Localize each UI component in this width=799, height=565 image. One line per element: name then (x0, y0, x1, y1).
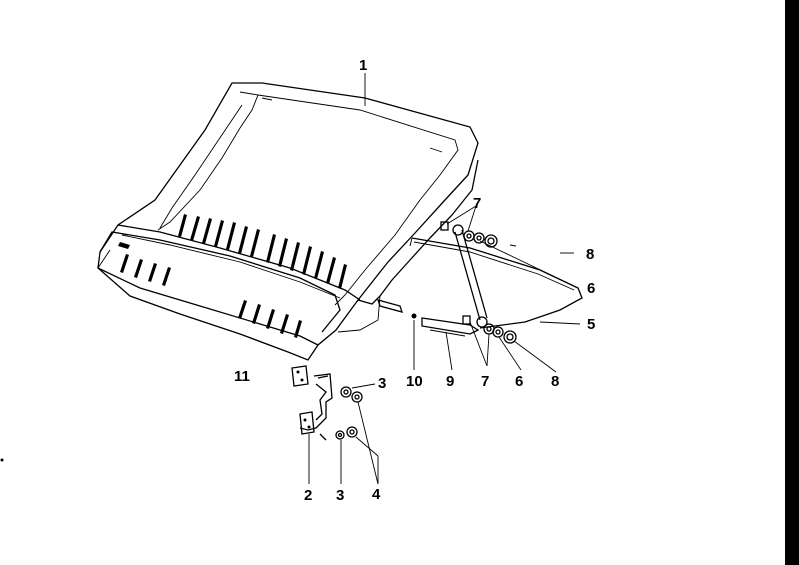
vent-slots-front (120, 254, 302, 338)
hinge-fasteners (335, 386, 363, 440)
label-part-8-upper: 8 (586, 246, 594, 263)
support-rod (409, 237, 583, 329)
vent-slots-upper (178, 214, 347, 289)
leader-lines (308, 205, 581, 485)
label-part-4: 4 (372, 486, 381, 503)
bonnet-part (97, 73, 479, 361)
label-part-7-lower: 7 (481, 373, 489, 390)
label-part-6-lower: 6 (515, 373, 523, 390)
pin-part (376, 299, 417, 319)
label-part-3-upper: 3 (378, 375, 386, 392)
label-part-7-upper: 7 (473, 195, 481, 212)
label-part-6-upper: 6 (587, 280, 595, 297)
label-part-9: 9 (446, 373, 454, 390)
label-part-1: 1 (359, 57, 367, 74)
fasteners-lower (462, 315, 517, 344)
stray-mark (0, 458, 4, 462)
fasteners-upper (440, 221, 498, 248)
label-part-3-lower: 3 (336, 487, 344, 504)
label-part-2: 2 (304, 487, 312, 504)
label-part-8-lower: 8 (551, 373, 559, 390)
page-edge-bar (785, 0, 799, 565)
label-part-10: 10 (406, 373, 423, 390)
label-part-11: 11 (234, 368, 250, 385)
gas-strut (452, 224, 488, 328)
hinge-assembly (291, 365, 333, 441)
label-part-5: 5 (587, 316, 595, 333)
